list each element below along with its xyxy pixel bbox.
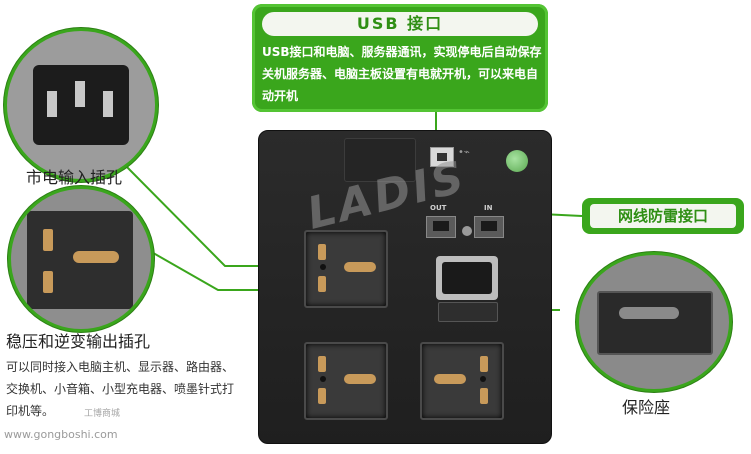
output-socket-zoom	[8, 186, 154, 332]
usb-callout-title: USB 接口	[262, 12, 538, 36]
status-indicator	[506, 150, 528, 172]
output-description: 可以同时接入电脑主机、显示器、路由器、交换机、小音箱、小型充电器、喷墨针式打印机…	[6, 360, 235, 418]
network-port-out	[426, 216, 456, 238]
network-callout-title: 网线防雷接口	[590, 204, 736, 228]
port-in-label: IN	[484, 204, 493, 212]
usb-callout-description: USB接口和电脑、服务器通讯，实现停电后自动保存关机服务器、电脑主板设置有电就开…	[262, 45, 542, 103]
mains-input-pins	[442, 262, 492, 294]
mains-input-zoom	[4, 28, 158, 182]
usb-port	[430, 147, 454, 167]
output-socket	[304, 342, 388, 420]
surge-led	[462, 226, 472, 236]
usb-symbol-icon: •⌁	[458, 147, 470, 158]
watermark-brand: 工博商城	[84, 409, 121, 419]
fuse-holder-label: 保险座	[622, 398, 671, 417]
fuse-holder-zoom	[576, 252, 732, 392]
mains-input-label: 市电输入插孔	[26, 168, 123, 187]
fuse-holder	[438, 302, 498, 322]
top-panel-cover	[344, 138, 416, 182]
network-port-in	[474, 216, 504, 238]
port-out-label: OUT	[430, 204, 447, 212]
regulated-output-label: 稳压和逆变输出插孔	[6, 332, 151, 351]
watermark-url: www.gongboshi.com	[4, 428, 118, 441]
output-socket	[304, 230, 388, 308]
output-socket	[420, 342, 504, 420]
